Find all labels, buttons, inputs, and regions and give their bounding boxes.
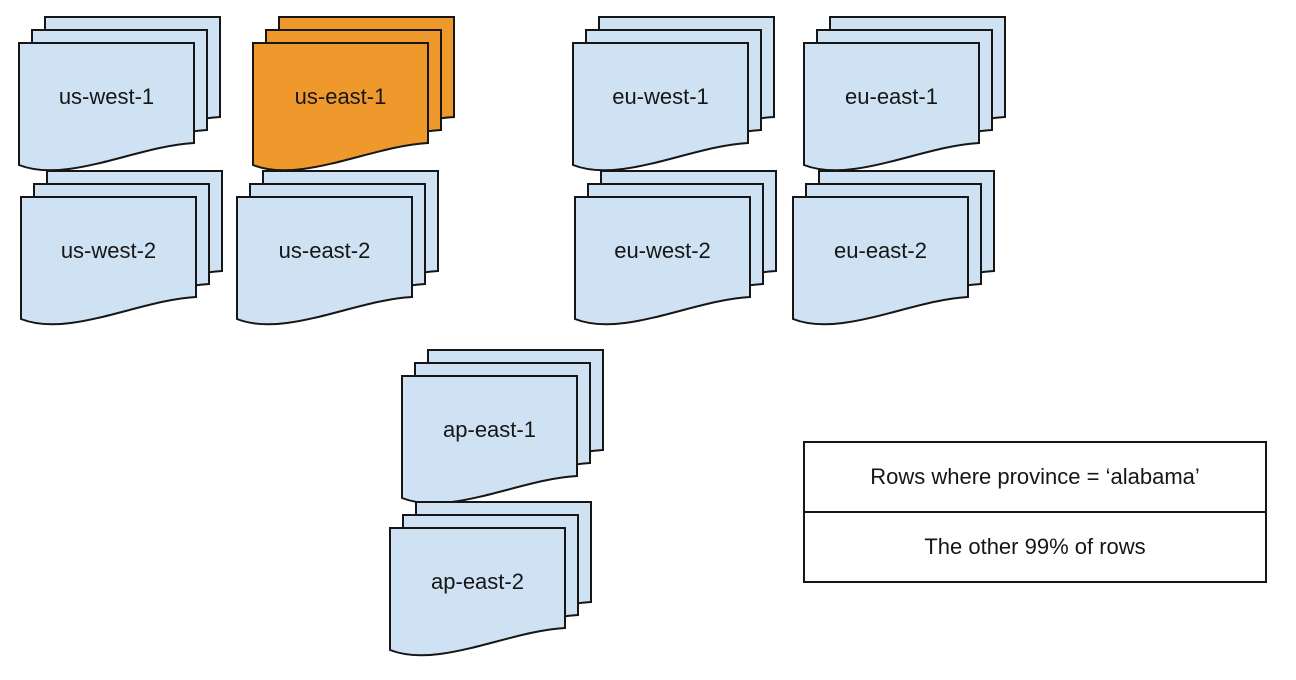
doc-stack-label: us-west-1 — [59, 84, 154, 109]
legend-item-other-rows: The other 99% of rows — [805, 513, 1265, 581]
doc-stack-graphic: eu-west-1 — [572, 16, 775, 172]
doc-stack-eu-east-1: eu-east-1 — [803, 16, 1009, 178]
document-shape-front — [572, 42, 749, 172]
document-shape-front — [20, 196, 197, 326]
doc-stack-ap-east-1: ap-east-1 — [401, 349, 607, 511]
doc-stack-label: eu-west-1 — [612, 84, 709, 109]
doc-stack-us-east-1: us-east-1 — [252, 16, 458, 178]
doc-stack-us-west-2: us-west-2 — [20, 170, 226, 332]
document-shape-front — [792, 196, 969, 326]
doc-stack-graphic: eu-west-2 — [574, 170, 777, 326]
doc-stack-label: ap-east-1 — [443, 417, 536, 442]
document-shape-front — [236, 196, 413, 326]
document-shape-front — [18, 42, 195, 172]
doc-stack-graphic: us-east-2 — [236, 170, 439, 326]
doc-stack-ap-east-2: ap-east-2 — [389, 501, 595, 663]
legend-item-label: The other 99% of rows — [924, 534, 1146, 559]
document-shape-front — [252, 42, 429, 172]
doc-stack-label: eu-east-2 — [834, 238, 927, 263]
document-shape-front — [803, 42, 980, 172]
document-shape-front — [389, 527, 566, 657]
legend: Rows where province = ‘alabama’ The othe… — [803, 441, 1267, 583]
doc-stack-label: eu-east-1 — [845, 84, 938, 109]
doc-stack-eu-west-2: eu-west-2 — [574, 170, 780, 332]
doc-stack-label: us-east-1 — [295, 84, 387, 109]
doc-stack-label: ap-east-2 — [431, 569, 524, 594]
doc-stack-us-west-1: us-west-1 — [18, 16, 224, 178]
legend-item-label: Rows where province = ‘alabama’ — [870, 464, 1200, 489]
doc-stack-us-east-2: us-east-2 — [236, 170, 442, 332]
document-shape-front — [574, 196, 751, 326]
document-shape-front — [401, 375, 578, 505]
doc-stack-graphic: eu-east-1 — [803, 16, 1006, 172]
doc-stack-label: us-east-2 — [279, 238, 371, 263]
doc-stack-label: us-west-2 — [61, 238, 156, 263]
doc-stack-graphic: us-east-1 — [252, 16, 455, 172]
doc-stack-graphic: ap-east-1 — [401, 349, 604, 505]
doc-stack-eu-east-2: eu-east-2 — [792, 170, 998, 332]
doc-stack-graphic: ap-east-2 — [389, 501, 592, 657]
doc-stack-graphic: us-west-2 — [20, 170, 223, 326]
doc-stack-graphic: us-west-1 — [18, 16, 221, 172]
legend-item-alabama-rows: Rows where province = ‘alabama’ — [805, 443, 1265, 513]
doc-stack-label: eu-west-2 — [614, 238, 711, 263]
doc-stack-graphic: eu-east-2 — [792, 170, 995, 326]
doc-stack-eu-west-1: eu-west-1 — [572, 16, 778, 178]
